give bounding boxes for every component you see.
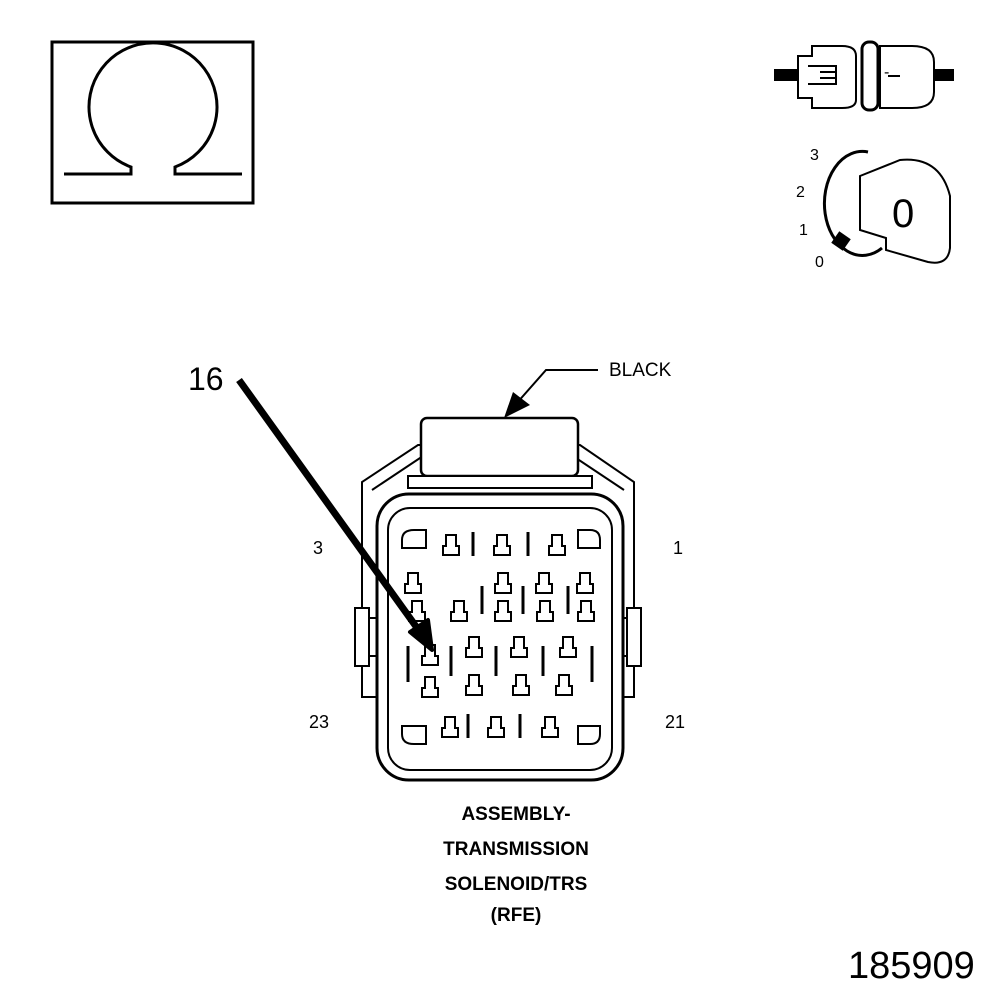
- ignition-key-icon: [822, 149, 951, 264]
- connector-title-line: ASSEMBLY-: [461, 804, 571, 825]
- connector-title-line: (RFE): [490, 905, 542, 926]
- ignition-position-label: 1: [799, 222, 808, 239]
- connector-title-line: TRANSMISSION: [443, 839, 589, 860]
- ignition-key-label: 0: [892, 192, 915, 236]
- corner-pin-label: 1: [673, 538, 684, 558]
- connector-title-line: SOLENOID/TRS: [444, 874, 588, 895]
- pin-callout-arrow: [236, 377, 434, 652]
- ignition-position-label: 3: [810, 147, 819, 164]
- connector-color-label: BLACK: [609, 360, 672, 381]
- ohmmeter-icon: [50, 40, 255, 205]
- black-color-leader: [504, 369, 598, 418]
- corner-pin-label: 3: [313, 538, 324, 558]
- connector-icon-mark: -: [884, 64, 890, 81]
- corner-pin-label: 21: [665, 712, 686, 732]
- ignition-position-label: 2: [796, 184, 805, 201]
- figure-number: 185909: [848, 945, 975, 987]
- disconnected-connector-icon: [774, 40, 954, 112]
- ohm-icon: [64, 41, 242, 176]
- corner-pin-label: 23: [309, 712, 330, 732]
- pin-callout-label: 16: [188, 361, 224, 397]
- ignition-position-label: 0: [815, 254, 824, 271]
